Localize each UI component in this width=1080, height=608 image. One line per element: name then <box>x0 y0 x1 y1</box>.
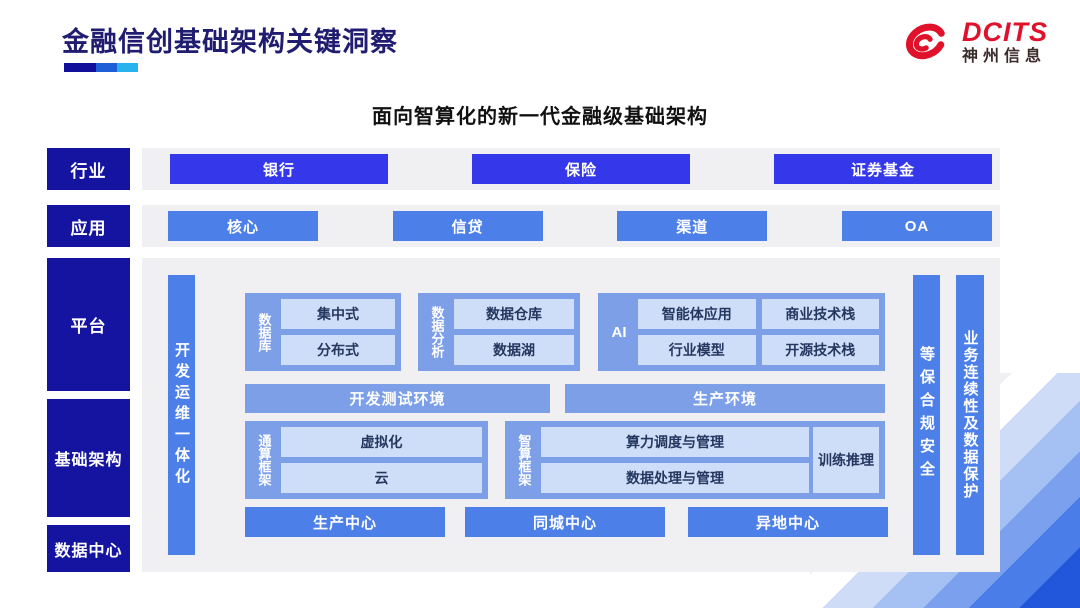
underline-segment <box>96 63 117 72</box>
center-remote: 异地中心 <box>688 507 888 537</box>
section-ai: AI 智能体应用 商业技术栈 行业模型 开源技术栈 <box>598 293 885 371</box>
item-distributed: 分布式 <box>281 335 395 365</box>
rail-label-infrastructure: 基础架构 <box>47 399 130 517</box>
industry-item-securities: 证券基金 <box>774 154 992 184</box>
section-analytics-items: 数据仓库 数据湖 <box>454 299 574 365</box>
security-bar: 等保合规安全 <box>913 275 940 555</box>
section-database-items: 集中式 分布式 <box>281 299 395 365</box>
underline-segment <box>64 63 96 72</box>
section-analytics-label: 数据分析 <box>429 306 445 358</box>
swirl-logo-icon <box>906 23 945 60</box>
item-data-lake: 数据湖 <box>454 335 574 365</box>
item-compute-scheduling: 算力调度与管理 <box>541 427 809 457</box>
logo-texts: DCITS 神州信息 <box>962 18 1048 66</box>
continuity-bar: 业务连续性及数据保护 <box>956 275 984 555</box>
application-item-channel: 渠道 <box>617 211 768 241</box>
section-ai-label: AI <box>611 323 627 341</box>
industry-item-insurance: 保险 <box>472 154 690 184</box>
center-same-city: 同城中心 <box>465 507 665 537</box>
env-production: 生产环境 <box>565 384 885 413</box>
item-cloud: 云 <box>281 463 482 493</box>
section-intelligent-compute-items: 算力调度与管理 数据处理与管理 <box>541 427 809 493</box>
center-production: 生产中心 <box>245 507 445 537</box>
item-open-source-stack: 开源技术栈 <box>761 335 879 365</box>
item-centralized: 集中式 <box>281 299 395 329</box>
item-training-inference: 训练推理 <box>813 427 879 493</box>
diagram-title: 面向智算化的新一代金融级基础架构 <box>372 106 708 128</box>
rail-label-application: 应用 <box>47 205 130 247</box>
application-item-credit: 信贷 <box>392 211 543 241</box>
item-commercial-stack: 商业技术栈 <box>761 299 879 329</box>
item-virtualization: 虚拟化 <box>281 427 482 457</box>
logo-cn-name: 神州信息 <box>962 48 1047 66</box>
industry-item-bank: 银行 <box>170 154 388 184</box>
section-general-compute: 通算框架 虚拟化 云 <box>245 421 488 499</box>
item-data-processing: 数据处理与管理 <box>541 463 809 493</box>
item-data-warehouse: 数据仓库 <box>454 299 574 329</box>
env-dev-test: 开发测试环境 <box>245 384 550 413</box>
logo-name: DCITS <box>962 16 1048 47</box>
platform-panel: 开发运维一体化 等保合规安全 业务连续性及数据保护 数据库 集中式 分布式 数据… <box>142 258 1000 572</box>
underline-segment <box>117 63 138 72</box>
title-underline <box>64 63 138 72</box>
item-agent-apps: 智能体应用 <box>638 299 756 329</box>
rail-label-datacenter: 数据中心 <box>47 525 130 572</box>
application-item-oa: OA <box>841 211 992 241</box>
section-analytics: 数据分析 数据仓库 数据湖 <box>418 293 580 371</box>
item-industry-model: 行业模型 <box>638 335 756 365</box>
section-general-compute-items: 虚拟化 云 <box>281 427 482 493</box>
section-ai-items: 智能体应用 商业技术栈 行业模型 开源技术栈 <box>638 299 879 365</box>
company-logo: DCITS 神州信息 <box>896 16 1048 68</box>
section-intelligent-compute: 智算框架 算力调度与管理 数据处理与管理 训练推理 <box>505 421 885 499</box>
devops-bar: 开发运维一体化 <box>168 275 195 555</box>
rail-label-industry: 行业 <box>47 148 130 190</box>
application-row: 核心 信贷 渠道 OA <box>142 205 1000 247</box>
rail-label-platform: 平台 <box>47 258 130 391</box>
page-title: 金融信创基础架构关键洞察 <box>62 27 398 57</box>
industry-row: 银行 保险 证券基金 <box>142 148 1000 190</box>
application-item-core: 核心 <box>168 211 318 241</box>
section-intelligent-compute-label: 智算框架 <box>516 434 532 486</box>
section-general-compute-label: 通算框架 <box>256 434 272 486</box>
section-database-label: 数据库 <box>256 312 272 352</box>
section-database: 数据库 集中式 分布式 <box>245 293 401 371</box>
